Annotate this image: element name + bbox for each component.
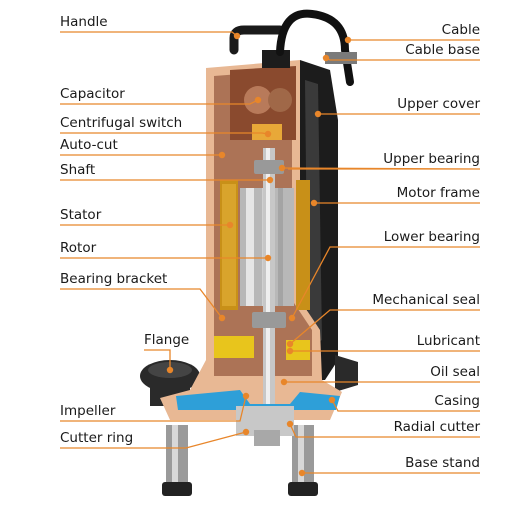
label-stator: Stator xyxy=(60,207,102,223)
label-rotor: Rotor xyxy=(60,240,97,256)
dot-upper-cover xyxy=(314,110,322,118)
dot-capacitor xyxy=(254,96,262,104)
label-oil-seal: Oil seal xyxy=(430,364,480,380)
dot-cable-base xyxy=(322,54,330,62)
dot-centrifugal-switch xyxy=(264,130,272,138)
dot-cutter-ring xyxy=(242,428,250,436)
dot-lubricant xyxy=(286,347,294,355)
leader-impeller xyxy=(60,395,247,422)
pump-illustration xyxy=(140,9,358,496)
leader-upper-bearing xyxy=(281,167,481,170)
dot-flange xyxy=(166,366,174,374)
dot-cable xyxy=(344,36,352,44)
dot-oil-seal xyxy=(280,378,288,386)
leader-lower-bearing xyxy=(291,246,480,319)
label-shaft: Shaft xyxy=(60,162,96,178)
label-upper-bearing: Upper bearing xyxy=(383,151,480,167)
label-centrifugal-switch: Centrifugal switch xyxy=(60,115,183,131)
leader-casing xyxy=(331,399,480,412)
dot-mechanical-seal xyxy=(286,340,294,348)
dot-stator xyxy=(226,221,234,229)
label-casing: Casing xyxy=(434,393,480,409)
label-radial-cutter: Radial cutter xyxy=(393,419,480,435)
label-base-stand: Base stand xyxy=(405,455,480,471)
dot-base-stand xyxy=(298,469,306,477)
dot-handle xyxy=(233,32,241,40)
label-mechanical-seal: Mechanical seal xyxy=(372,292,480,308)
label-bearing-bracket: Bearing bracket xyxy=(60,271,168,287)
label-upper-cover: Upper cover xyxy=(397,96,480,112)
label-lubricant: Lubricant xyxy=(416,333,480,349)
leader-cutter-ring xyxy=(60,431,247,449)
dot-shaft xyxy=(266,176,274,184)
leader-bearing-bracket xyxy=(60,288,223,319)
label-cable: Cable xyxy=(441,22,480,38)
dot-motor-frame xyxy=(310,199,318,207)
dot-bearing-bracket xyxy=(218,314,226,322)
leader-handle xyxy=(60,31,238,37)
leader-mechanical-seal xyxy=(289,309,480,345)
label-capacitor: Capacitor xyxy=(60,86,125,102)
dot-radial-cutter xyxy=(286,420,294,428)
label-auto-cut: Auto-cut xyxy=(60,137,118,153)
dot-lower-bearing xyxy=(288,314,296,322)
label-motor-frame: Motor frame xyxy=(396,185,480,201)
dot-auto-cut xyxy=(218,151,226,159)
dot-rotor xyxy=(264,254,272,262)
leader-radial-cutter xyxy=(289,423,480,438)
dot-impeller xyxy=(242,392,250,400)
label-impeller: Impeller xyxy=(60,403,116,419)
leader-lines xyxy=(60,31,481,477)
dot-upper-bearing xyxy=(278,164,286,172)
dot-casing xyxy=(328,396,336,404)
leader-flange xyxy=(144,349,171,370)
label-cutter-ring: Cutter ring xyxy=(60,430,134,446)
label-lower-bearing: Lower bearing xyxy=(383,229,480,245)
label-flange: Flange xyxy=(144,332,190,348)
label-cable-base: Cable base xyxy=(405,42,480,58)
label-handle: Handle xyxy=(60,14,108,30)
